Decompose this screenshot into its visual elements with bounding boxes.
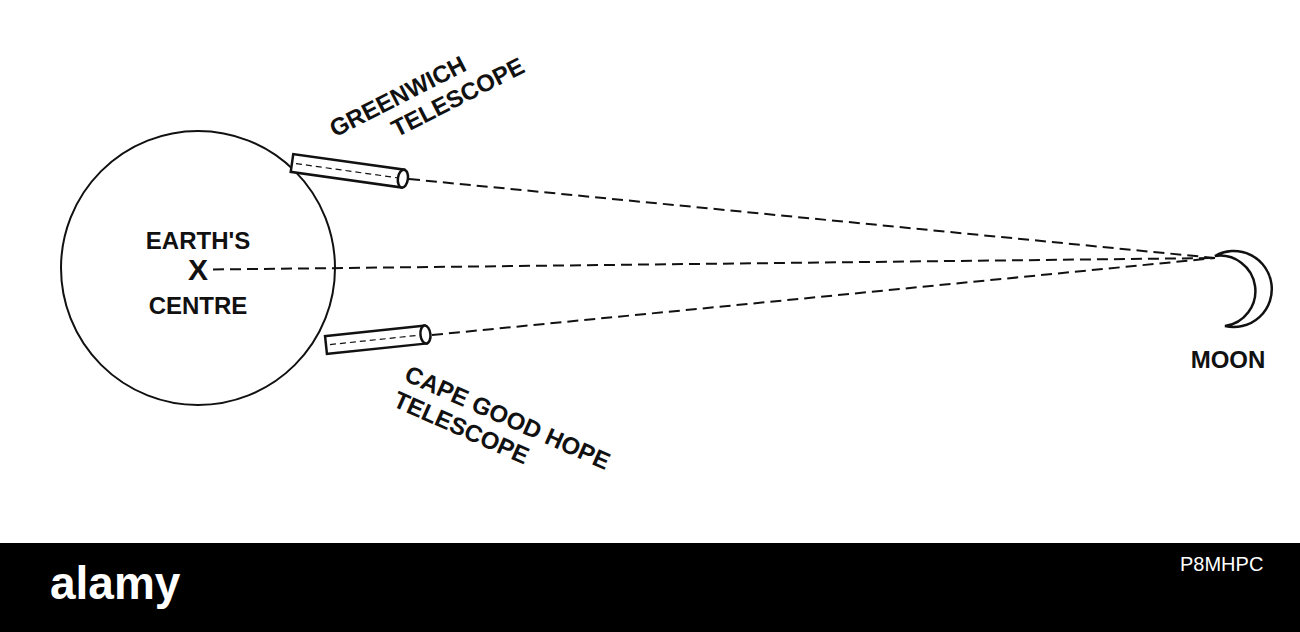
earth-label: CENTRE — [62, 292, 334, 320]
telescope-tube — [288, 148, 420, 194]
image-id: P8MHPC — [1180, 553, 1263, 576]
moon-label: MOON — [1173, 346, 1283, 374]
centre-mark: X — [62, 256, 334, 284]
moon: MOON — [1195, 250, 1275, 330]
watermark-logo: alamy — [50, 556, 180, 610]
sight-line — [409, 179, 1215, 258]
moon-crescent — [1195, 250, 1275, 330]
sight-line — [213, 258, 1215, 270]
telescope-tube — [322, 322, 438, 362]
telescope: GREENWICH TELESCOPE — [288, 148, 420, 194]
telescope-label: CAPE GOOD HOPE TELESCOPE — [389, 360, 651, 518]
sight-line — [432, 258, 1215, 335]
telescope-label: GREENWICH TELESCOPE — [325, 14, 555, 168]
watermark-bar — [0, 543, 1300, 632]
telescope: CAPE GOOD HOPE TELESCOPE — [322, 322, 438, 362]
earth-label: EARTH'S — [62, 227, 334, 255]
